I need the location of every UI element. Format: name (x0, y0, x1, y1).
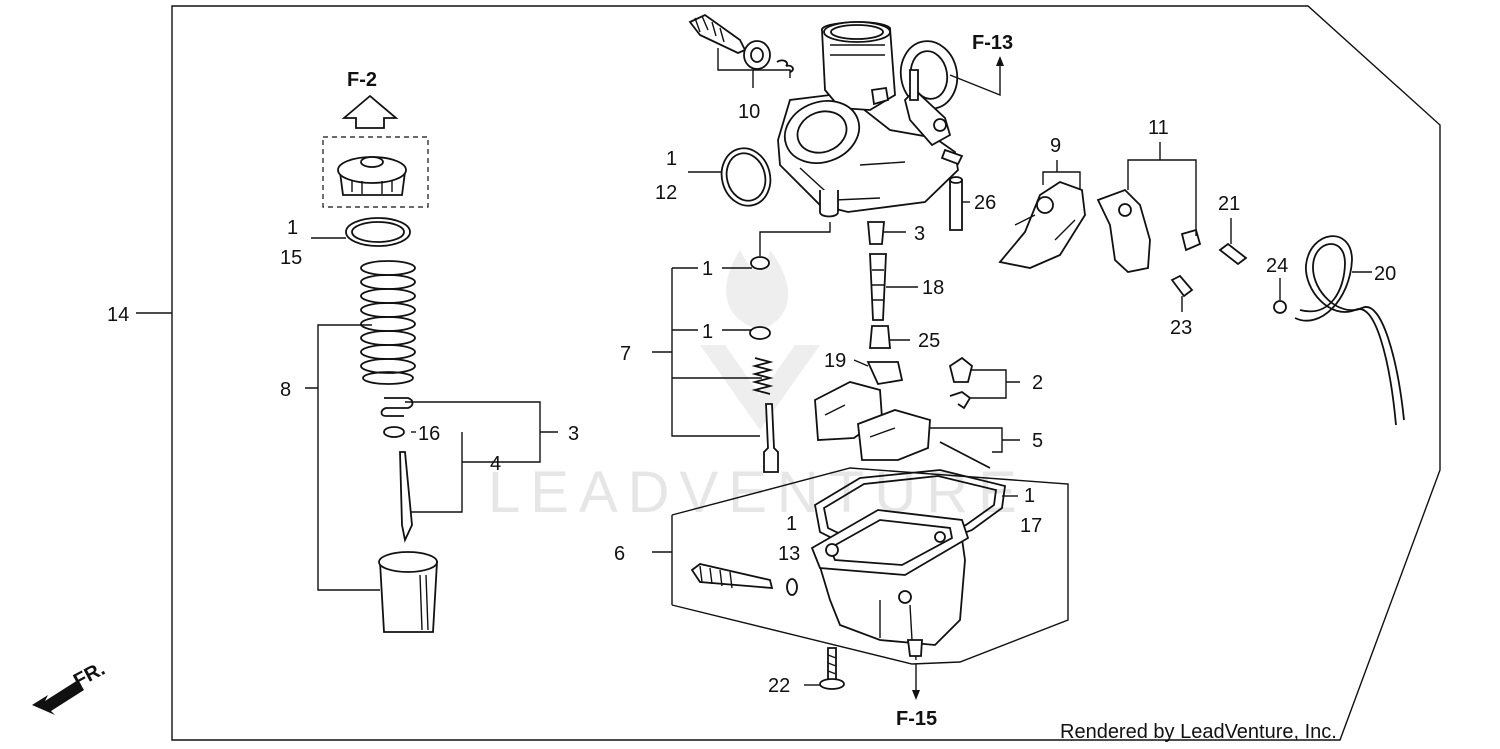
label-1: 1 (666, 148, 677, 170)
label-14: 14 (107, 304, 129, 326)
float-rear (857, 409, 931, 461)
main-jet (867, 221, 885, 245)
carb-top-cap (337, 156, 407, 196)
label-20: 20 (1374, 263, 1396, 285)
label-1: 1 (1024, 485, 1035, 507)
ref-f15: F-15 (896, 708, 937, 730)
label-26: 26 (974, 192, 996, 214)
needle-clip (380, 397, 414, 417)
label-25: 25 (918, 330, 940, 352)
label-9: 9 (1050, 135, 1061, 157)
throttle-spring (360, 260, 416, 385)
screw-23 (1170, 274, 1194, 298)
label-19: 19 (824, 350, 846, 372)
label-5: 5 (1032, 430, 1043, 452)
carburetor-body (688, 13, 1004, 218)
choke-bracket (1096, 188, 1151, 273)
linkage-group (998, 142, 1405, 426)
label-7: 7 (620, 343, 631, 365)
label-3: 3 (914, 223, 925, 245)
throttle-valve-group (136, 94, 558, 633)
o-ring-15 (345, 217, 411, 247)
label-13: 13 (778, 543, 800, 565)
jet-group (652, 176, 1020, 473)
reference-labels: F-2 F-13 F-15 FR. (32, 32, 1013, 730)
pilot-screw (688, 13, 794, 73)
throttle-valve (378, 551, 438, 633)
f2-up-arrow (341, 94, 399, 129)
part-number-labels: 1 12 10 1 15 14 8 16 3 4 3 26 1 7 1 18 2… (107, 101, 1396, 697)
float-valve (948, 356, 974, 383)
watermark: LEADVENTURE (488, 250, 1017, 525)
label-24: 24 (1266, 255, 1288, 277)
rendered-by-credit: Rendered by LeadVenture, Inc. (1060, 721, 1337, 743)
jet-needle (399, 451, 413, 543)
label-22: 22 (768, 675, 790, 697)
label-2: 2 (1032, 372, 1043, 394)
idle-spring (751, 357, 774, 395)
washer-16 (383, 426, 405, 438)
float-chamber-group (652, 467, 1069, 700)
slow-jet (866, 361, 904, 386)
label-3: 3 (568, 423, 579, 445)
needle-jet (869, 253, 887, 321)
jet-holder (869, 325, 891, 349)
label-1: 1 (786, 513, 797, 535)
label-21: 21 (1218, 193, 1240, 215)
cap-dashed-box (322, 136, 429, 208)
idle-needle (763, 403, 779, 473)
assembly-boundary (171, 5, 1441, 741)
label-1: 1 (287, 217, 298, 239)
label-1: 1 (702, 321, 713, 343)
label-11: 11 (1148, 117, 1169, 139)
label-8: 8 (280, 379, 291, 401)
label-6: 6 (614, 543, 625, 565)
ref-f13: F-13 (972, 32, 1013, 54)
label-1: 1 (702, 258, 713, 280)
label-18: 18 (922, 277, 944, 299)
vent-hose (1294, 235, 1397, 426)
label-16: 16 (418, 423, 440, 445)
ref-f2: F-2 (347, 69, 377, 91)
screw-21 (1218, 242, 1248, 266)
label-10: 10 (738, 101, 760, 123)
front-arrow-icon (32, 680, 84, 715)
label-12: 12 (655, 182, 677, 204)
label-4: 4 (490, 453, 501, 475)
label-17: 17 (1020, 515, 1042, 537)
float-valve-seat (949, 179, 963, 231)
hose-clip (1273, 300, 1287, 314)
throttle-lever (998, 181, 1086, 269)
label-23: 23 (1170, 317, 1192, 339)
label-15: 15 (280, 247, 302, 269)
o-ring-12 (720, 147, 772, 207)
front-direction-indicator: FR. (32, 658, 109, 715)
